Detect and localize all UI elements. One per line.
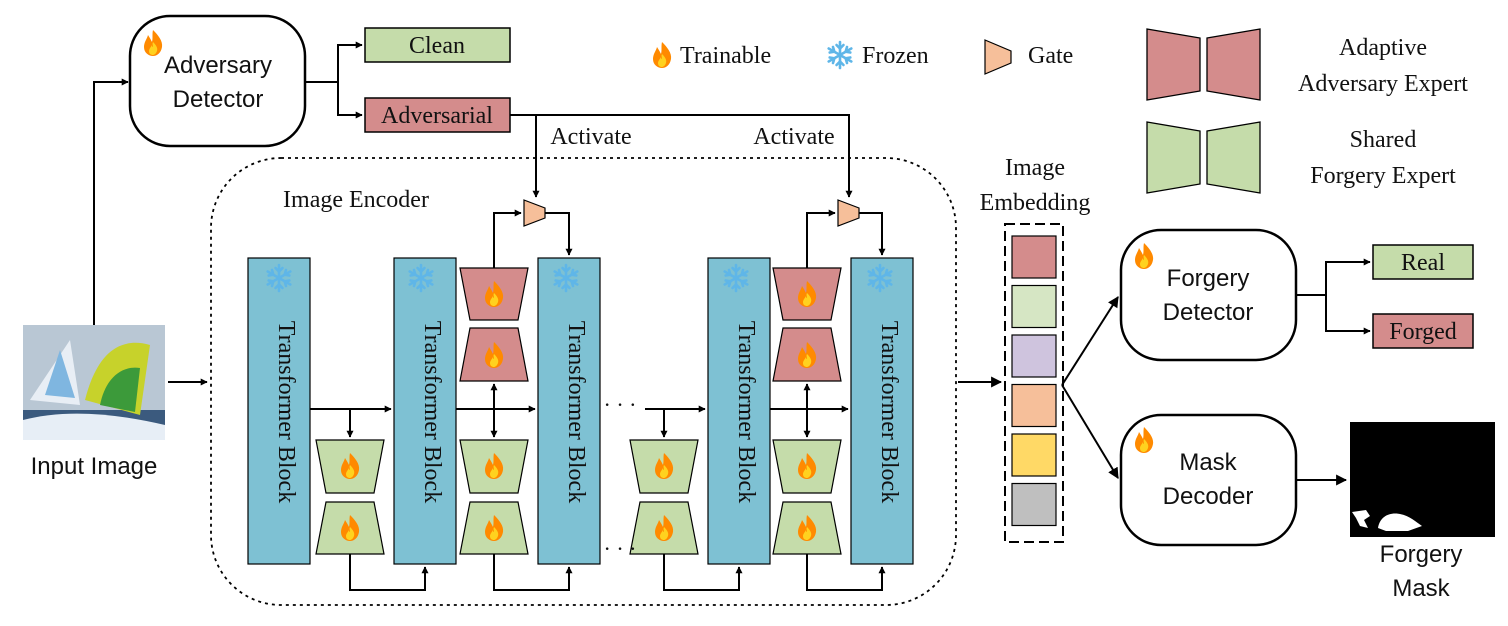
transformer-block-label: Transformer Block: [419, 321, 445, 503]
embedding-cell: [1011, 284, 1057, 329]
transformer-block-label: Transformer Block: [273, 321, 299, 503]
transformer-block-3: Transformer Block: [537, 257, 601, 565]
transformer-block-2: Transformer Block: [393, 257, 457, 565]
connections: [93, 41, 1371, 591]
mask-decoder-box: [1119, 413, 1298, 547]
clean-label: Clean: [409, 33, 465, 59]
forged-label: Forged: [1389, 319, 1457, 345]
ellipsis-upper: · · ·: [604, 392, 637, 417]
shared-adapter-group-4: [772, 439, 842, 555]
adversary-adapter-group-2: [772, 267, 842, 382]
real-label: Real: [1401, 250, 1445, 276]
embedding-label-line2: Embedding: [980, 190, 1091, 216]
input-image-label: Input Image: [31, 453, 158, 480]
embedding-cell: [1011, 482, 1057, 527]
legend-frozen: Frozen: [862, 43, 929, 69]
forgery-mask-label-line2: Mask: [1392, 575, 1450, 602]
adversary-detector-line1: Adversary: [164, 52, 272, 79]
activate-label-1: Activate: [550, 124, 631, 150]
forgery-detector-line1: Forgery: [1167, 265, 1250, 292]
clean-output-box: [364, 27, 511, 63]
transformer-block-label: Transformer Block: [876, 321, 902, 503]
transformer-block-label: Transformer Block: [733, 321, 759, 503]
flame-icon: [653, 42, 672, 68]
legend-adaptive-line1: Adaptive: [1339, 35, 1427, 61]
shared-adapter-group-2: [459, 439, 529, 555]
embedding-container: [1004, 223, 1064, 543]
gate-2: [837, 199, 860, 227]
real-output-box: [1372, 244, 1474, 280]
shared-forgery-expert-icon: [1146, 121, 1261, 194]
adversarial-output-box: [364, 97, 511, 133]
image-encoder-label: Image Encoder: [283, 187, 429, 213]
legend-shared-line1: Shared: [1350, 127, 1417, 153]
ellipsis-lower: · · ·: [604, 536, 637, 561]
embedding-label-line1: Image: [1005, 155, 1065, 181]
forged-output-box: [1372, 313, 1474, 349]
image-encoder-container: [210, 157, 957, 606]
embedding-cell: [1011, 433, 1057, 477]
legend-adaptive-line2: Adversary Expert: [1298, 71, 1468, 97]
embedding-cell: [1011, 235, 1057, 279]
legend-shared-line2: Forgery Expert: [1310, 163, 1456, 189]
transformer-block-1: Transformer Block: [247, 257, 311, 565]
forgery-detector-box: [1119, 228, 1298, 362]
forgery-mask-image: [1350, 422, 1495, 537]
snowflake-icon: [827, 40, 853, 70]
transformer-block-4: Transformer Block: [707, 257, 771, 565]
mask-decoder-line2: Decoder: [1163, 483, 1254, 510]
activate-label-2: Activate: [753, 124, 834, 150]
gate-1: [523, 199, 546, 227]
transformer-block-label: Transformer Block: [563, 321, 589, 503]
legend-gate: Gate: [1028, 43, 1073, 69]
gate-trapezoid-icon: [984, 39, 1012, 75]
shared-adapter-group-3: [629, 439, 699, 555]
input-image: [23, 325, 165, 440]
embedding-cells: [1011, 235, 1057, 527]
shared-adapter-group-1: [315, 439, 385, 555]
adversarial-label: Adversarial: [381, 103, 493, 129]
adversary-detector-line2: Detector: [173, 86, 264, 113]
transformer-block-5: Transformer Block: [850, 257, 914, 565]
mask-decoder-line1: Mask: [1179, 449, 1237, 476]
adversary-adapter-group-1: [459, 267, 529, 382]
legend-trainable: Trainable: [680, 43, 771, 69]
forgery-mask-label-line1: Forgery: [1380, 541, 1463, 568]
embedding-cell: [1011, 334, 1057, 378]
adaptive-adversary-expert-icon: [1146, 28, 1261, 101]
forgery-detector-line2: Detector: [1163, 299, 1254, 326]
embedding-cell: [1011, 383, 1057, 428]
